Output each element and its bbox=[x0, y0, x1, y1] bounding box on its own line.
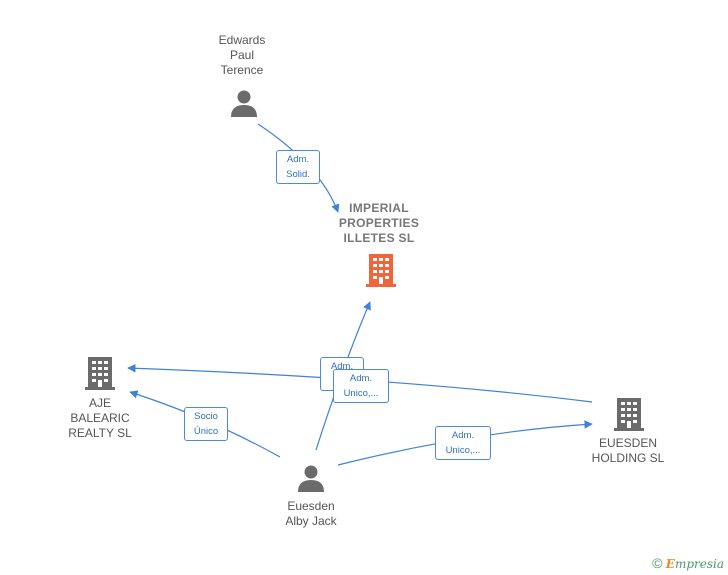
node-label-imperial[interactable]: IMPERIAL PROPERTIES ILLETES SL bbox=[338, 201, 420, 245]
node-label-aje[interactable]: AJE BALEARIC REALTY SL bbox=[68, 396, 132, 440]
footer-brand[interactable]: © Empresia bbox=[652, 555, 724, 571]
edge-label-adm-unico-holding[interactable]: Adm. Unico,... bbox=[435, 426, 491, 460]
edge-label-socio-unico[interactable]: Socio Único bbox=[184, 407, 228, 441]
building-icon-main[interactable] bbox=[365, 252, 397, 288]
copyright-icon: © bbox=[652, 555, 663, 571]
brand-logo: Empresia bbox=[665, 557, 724, 571]
node-label-edwards[interactable]: Edwards Paul Terence bbox=[218, 33, 266, 77]
person-icon[interactable] bbox=[296, 463, 326, 493]
person-icon[interactable] bbox=[229, 88, 259, 118]
node-label-euesden-alby[interactable]: Euesden Alby Jack bbox=[285, 499, 337, 528]
edge-label-adm-unico[interactable]: Adm. Unico,... bbox=[333, 369, 389, 403]
building-icon-aje[interactable] bbox=[84, 355, 116, 391]
edge-label-adm-solid[interactable]: Adm. Solid. bbox=[276, 150, 320, 184]
building-icon-euesden-holding[interactable] bbox=[613, 396, 645, 432]
node-label-euesden-holding[interactable]: EUESDEN HOLDING SL bbox=[591, 436, 665, 465]
